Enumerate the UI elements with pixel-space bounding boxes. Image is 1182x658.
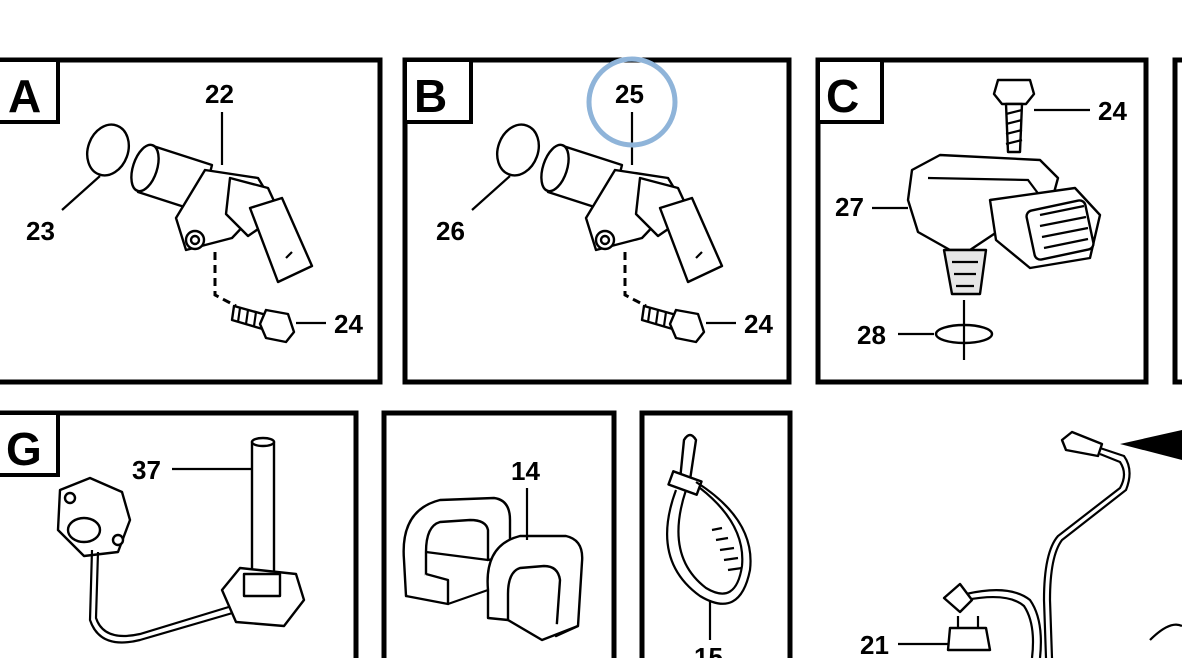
panel-g-letter: G [6,423,42,475]
panel-d-edge [1172,57,1182,385]
callout-15: 15 [694,642,723,658]
panel-c: C 24 27 28 [815,57,1149,385]
camshaft-sensor-b [496,123,724,308]
bolt-b [640,304,706,344]
callout-24-b: 24 [744,309,773,339]
panel-a-letter: A [8,70,41,122]
callout-28: 28 [857,320,886,350]
callout-25: 25 [615,79,644,109]
panel-a: A 22 23 24 [0,57,383,385]
highlight-circle [586,56,678,148]
panel-c-letter: C [826,70,859,122]
pressure-sensor [906,153,1102,296]
level-sensor [56,436,306,644]
crankshaft-sensor-a [86,123,314,308]
callout-24-c: 24 [1098,96,1127,126]
panel-tie: 15 [639,410,793,658]
callout-14: 14 [511,456,540,486]
callout-23: 23 [26,216,55,246]
hose-clip [402,496,584,642]
wiring-harness [942,430,1182,658]
callout-22: 22 [205,79,234,109]
callout-24-a: 24 [334,309,363,339]
panel-clip: 14 [381,410,617,658]
callout-27: 27 [835,192,864,222]
bolt-c [992,78,1036,154]
bolt-a [230,304,296,344]
harness-section: 21 [860,430,1182,658]
panel-g: G 37 [0,410,359,658]
panel-b: B 25 26 24 [402,56,792,385]
callout-21: 21 [860,630,889,658]
callout-26: 26 [436,216,465,246]
panel-b-letter: B [414,70,447,122]
callout-37: 37 [132,455,161,485]
cable-tie [666,433,752,605]
